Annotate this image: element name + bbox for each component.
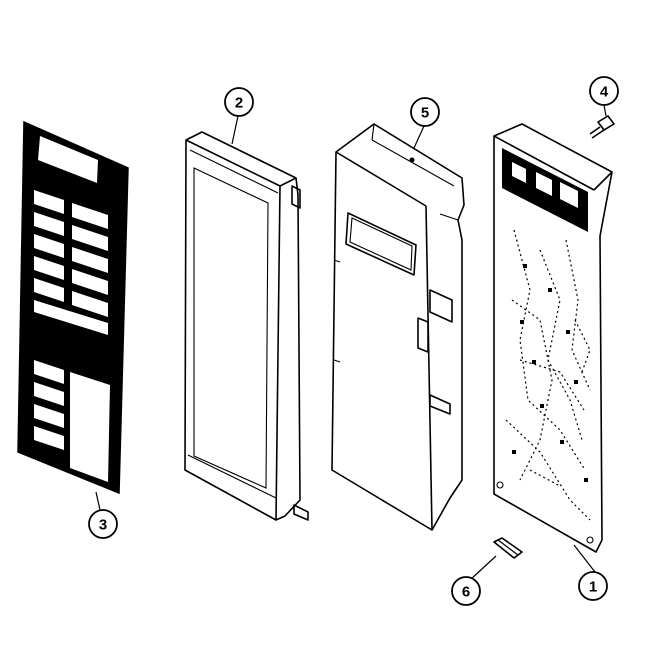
part-4-screw [589, 115, 615, 139]
callout-1: 1 [578, 571, 608, 601]
callout-6-label: 6 [462, 584, 470, 601]
part-6-fuse [493, 537, 523, 559]
callout-4-label: 4 [600, 84, 609, 101]
callout-3: 3 [88, 509, 118, 539]
callout-5: 5 [410, 97, 440, 127]
part-2-panel-frame [184, 131, 309, 521]
part-5-control-bracket [331, 123, 465, 531]
leader-lines [95, 104, 607, 581]
callout-2: 2 [224, 87, 254, 117]
callout-1-label: 1 [589, 579, 597, 596]
callout-6: 6 [451, 576, 481, 606]
callout-3-label: 3 [99, 517, 107, 534]
callout-5-label: 5 [421, 105, 429, 122]
callout-2-label: 2 [235, 95, 243, 112]
part-3-keypad-overlay [17, 120, 129, 495]
part-1-circuit-board [493, 123, 613, 553]
callout-4: 4 [589, 76, 619, 106]
